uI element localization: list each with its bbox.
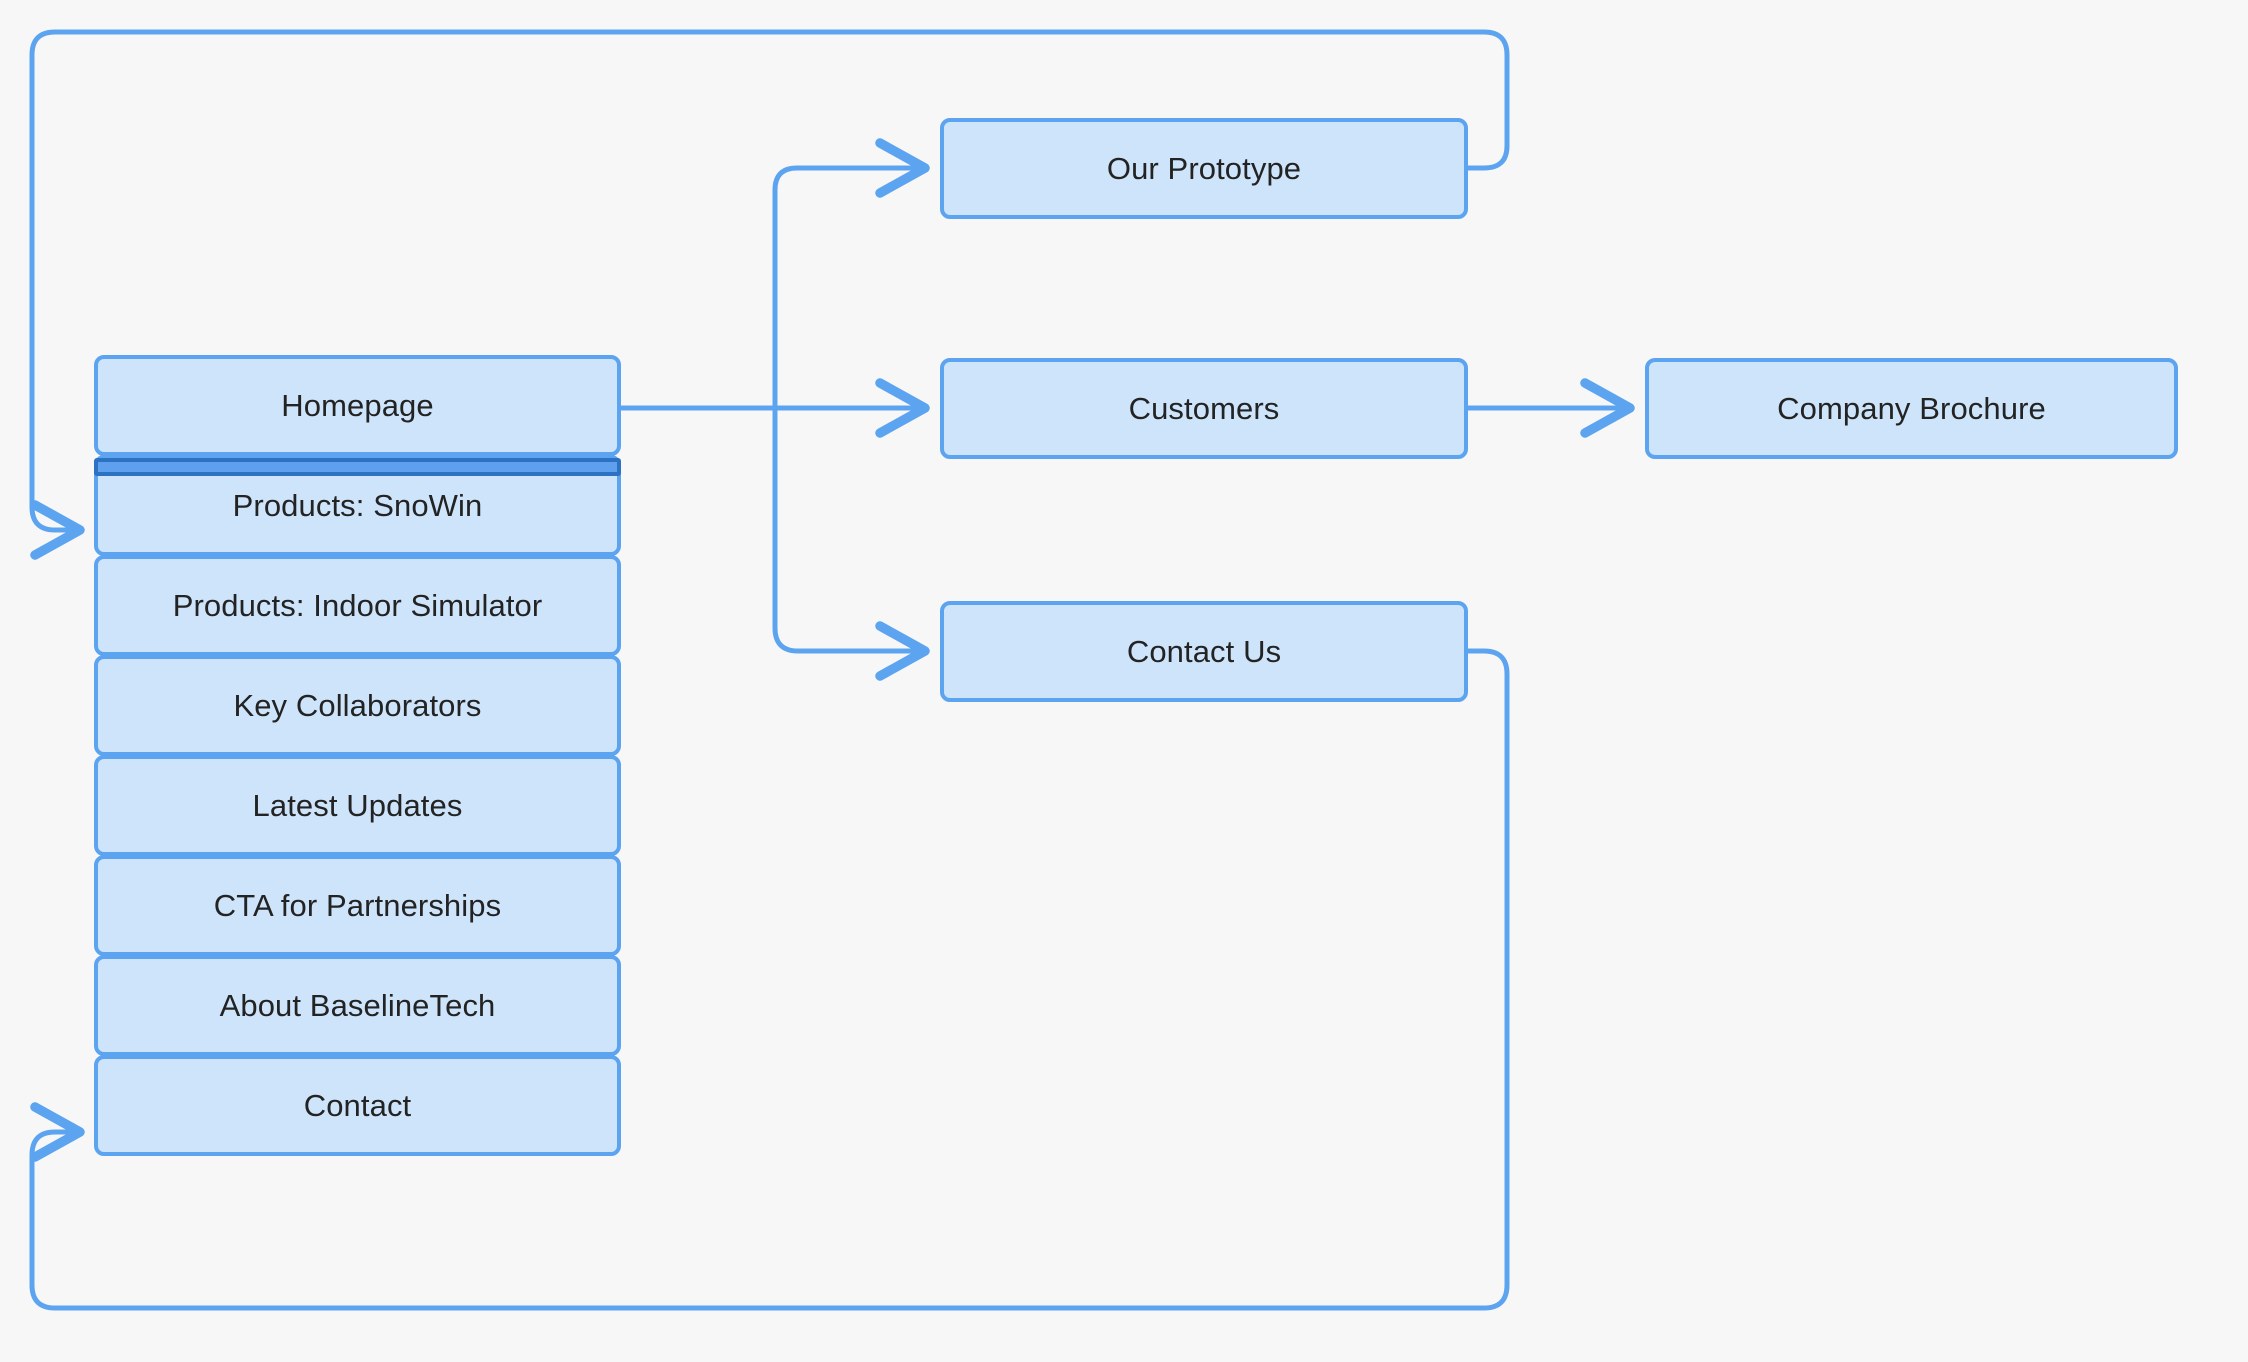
node-customers-label: Customers <box>1128 390 1280 426</box>
node-company-brochure-label: Company Brochure <box>1777 390 2046 426</box>
node-products-snowin-label: Products: SnoWin <box>232 487 483 523</box>
node-our-prototype-label: Our Prototype <box>1106 150 1302 186</box>
node-company-brochure[interactable]: Company Brochure <box>1645 358 2178 459</box>
node-contact[interactable]: Contact <box>94 1055 621 1156</box>
node-latest-updates[interactable]: Latest Updates <box>94 755 621 856</box>
node-about-baselinetech-label: About BaselineTech <box>219 987 496 1023</box>
node-key-collaborators-label: Key Collaborators <box>233 687 482 723</box>
edge-homepage-contact-us <box>772 405 930 681</box>
node-customers[interactable]: Customers <box>940 358 1468 459</box>
node-latest-updates-label: Latest Updates <box>252 787 463 823</box>
node-contact-us-label: Contact Us <box>1126 633 1282 669</box>
node-homepage[interactable]: Homepage <box>94 355 621 456</box>
node-key-collaborators[interactable]: Key Collaborators <box>94 655 621 756</box>
node-cta-for-partnerships-label: CTA for Partnerships <box>213 887 502 923</box>
node-about-baselinetech[interactable]: About BaselineTech <box>94 955 621 1056</box>
node-our-prototype[interactable]: Our Prototype <box>940 118 1468 219</box>
section-divider-bar[interactable] <box>94 458 621 476</box>
node-homepage-label: Homepage <box>281 387 434 423</box>
node-products-indoor-simulator[interactable]: Products: Indoor Simulator <box>94 555 621 656</box>
node-cta-for-partnerships[interactable]: CTA for Partnerships <box>94 855 621 956</box>
edge-homepage-our-prototype <box>772 138 930 411</box>
node-contact-us[interactable]: Contact Us <box>940 601 1468 702</box>
node-products-indoor-simulator-label: Products: Indoor Simulator <box>172 587 543 623</box>
node-contact-label: Contact <box>303 1087 412 1123</box>
